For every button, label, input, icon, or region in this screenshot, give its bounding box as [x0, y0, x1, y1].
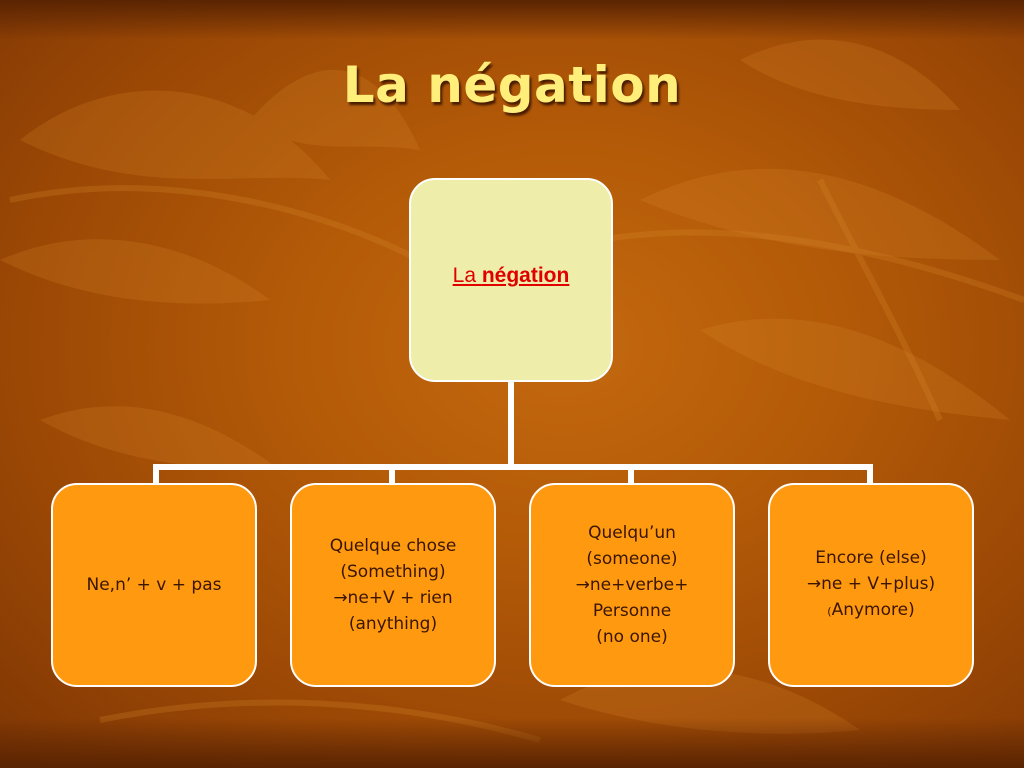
child-3-line-5: (no one) — [596, 627, 668, 647]
child-3-line-2: (someone) — [586, 549, 678, 569]
child-4-line-3: (Anymore) — [807, 597, 935, 625]
child-4-line-3-prefix: ( — [827, 605, 832, 618]
child-node-quelquun: Quelqu’un (someone) →ne+verbe+ Personne … — [529, 483, 735, 687]
root-node: La négation — [409, 178, 613, 382]
child-4-line-3-rest: Anymore) — [831, 600, 915, 620]
child-node-ne-pas: Ne,n’ + v + pas — [51, 483, 257, 687]
child-2-line-3: →ne+V + rien — [333, 588, 453, 608]
child-node-text: Ne,n’ + v + pas — [87, 572, 222, 598]
child-1-line-1: Ne,n’ + v + pas — [86, 575, 222, 595]
child-node-text: Quelque chose (Something) →ne+V + rien (… — [330, 533, 457, 637]
root-node-label: La négation — [453, 264, 570, 288]
child-3-line-1: Quelqu’un — [588, 523, 676, 543]
root-label-part1: La — [452, 264, 482, 287]
child-3-line-3: →ne+verbe+ — [575, 575, 689, 595]
child-2-line-1: Quelque chose — [329, 536, 457, 556]
background-bottom-band — [0, 718, 1024, 768]
background-top-band — [0, 0, 1024, 40]
child-node-encore: Encore (else) →ne + V+plus) (Anymore) — [768, 483, 974, 687]
child-node-text: Quelqu’un (someone) →ne+verbe+ Personne … — [576, 520, 689, 650]
child-2-line-4: (anything) — [348, 614, 438, 634]
slide-title: La négation — [342, 56, 682, 114]
child-node-text: Encore (else) →ne + V+plus) (Anymore) — [807, 545, 935, 625]
child-2-line-2: (Something) — [340, 562, 446, 582]
child-4-line-1: Encore (else) — [815, 548, 927, 568]
child-4-line-2: →ne + V+plus) — [806, 574, 936, 594]
child-node-quelque-chose: Quelque chose (Something) →ne+V + rien (… — [290, 483, 496, 687]
root-label-part2: négation — [481, 264, 570, 287]
child-3-line-4: Personne — [592, 601, 672, 621]
